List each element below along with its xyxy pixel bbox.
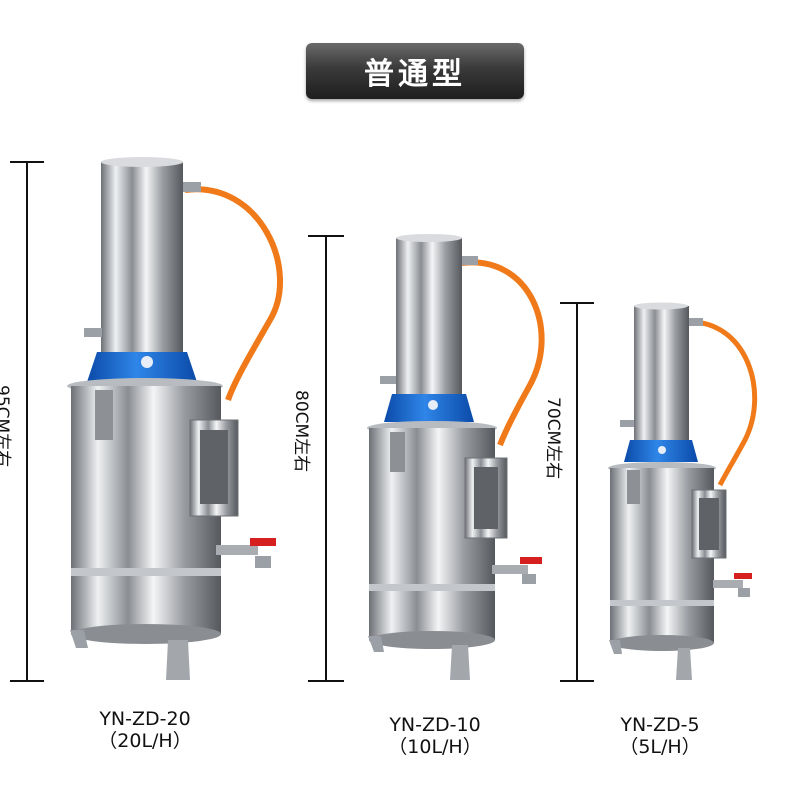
model-capacity: （10L/H） <box>388 736 482 758</box>
drain-valve-handle <box>520 557 542 564</box>
condenser-column <box>634 306 689 440</box>
model-name: YN-ZD-20 <box>99 708 191 730</box>
caption-small: YN-ZD-5 （5L/H） <box>580 714 740 758</box>
caption-large: YN-ZD-20 （20L/H） <box>60 708 230 752</box>
condenser-column <box>101 162 183 352</box>
distiller-large <box>67 157 283 680</box>
caption-medium: YN-ZD-10 （10L/H） <box>350 714 520 758</box>
title-banner: 普通型 <box>306 43 524 99</box>
model-capacity: （5L/H） <box>619 736 701 758</box>
page-title: 普通型 <box>364 57 466 92</box>
model-name: YN-ZD-10 <box>389 714 481 736</box>
model-capacity: （20L/H） <box>98 730 192 752</box>
model-name: YN-ZD-5 <box>620 714 700 736</box>
condenser-column <box>396 238 462 394</box>
water-tube <box>461 259 545 447</box>
blue-collar <box>87 352 197 382</box>
drain-valve-handle <box>734 573 752 579</box>
distiller-medium <box>367 234 545 680</box>
distiller-small <box>608 302 758 680</box>
water-tube <box>184 186 283 402</box>
drain-valve-handle <box>250 538 276 546</box>
water-tube <box>687 319 758 487</box>
